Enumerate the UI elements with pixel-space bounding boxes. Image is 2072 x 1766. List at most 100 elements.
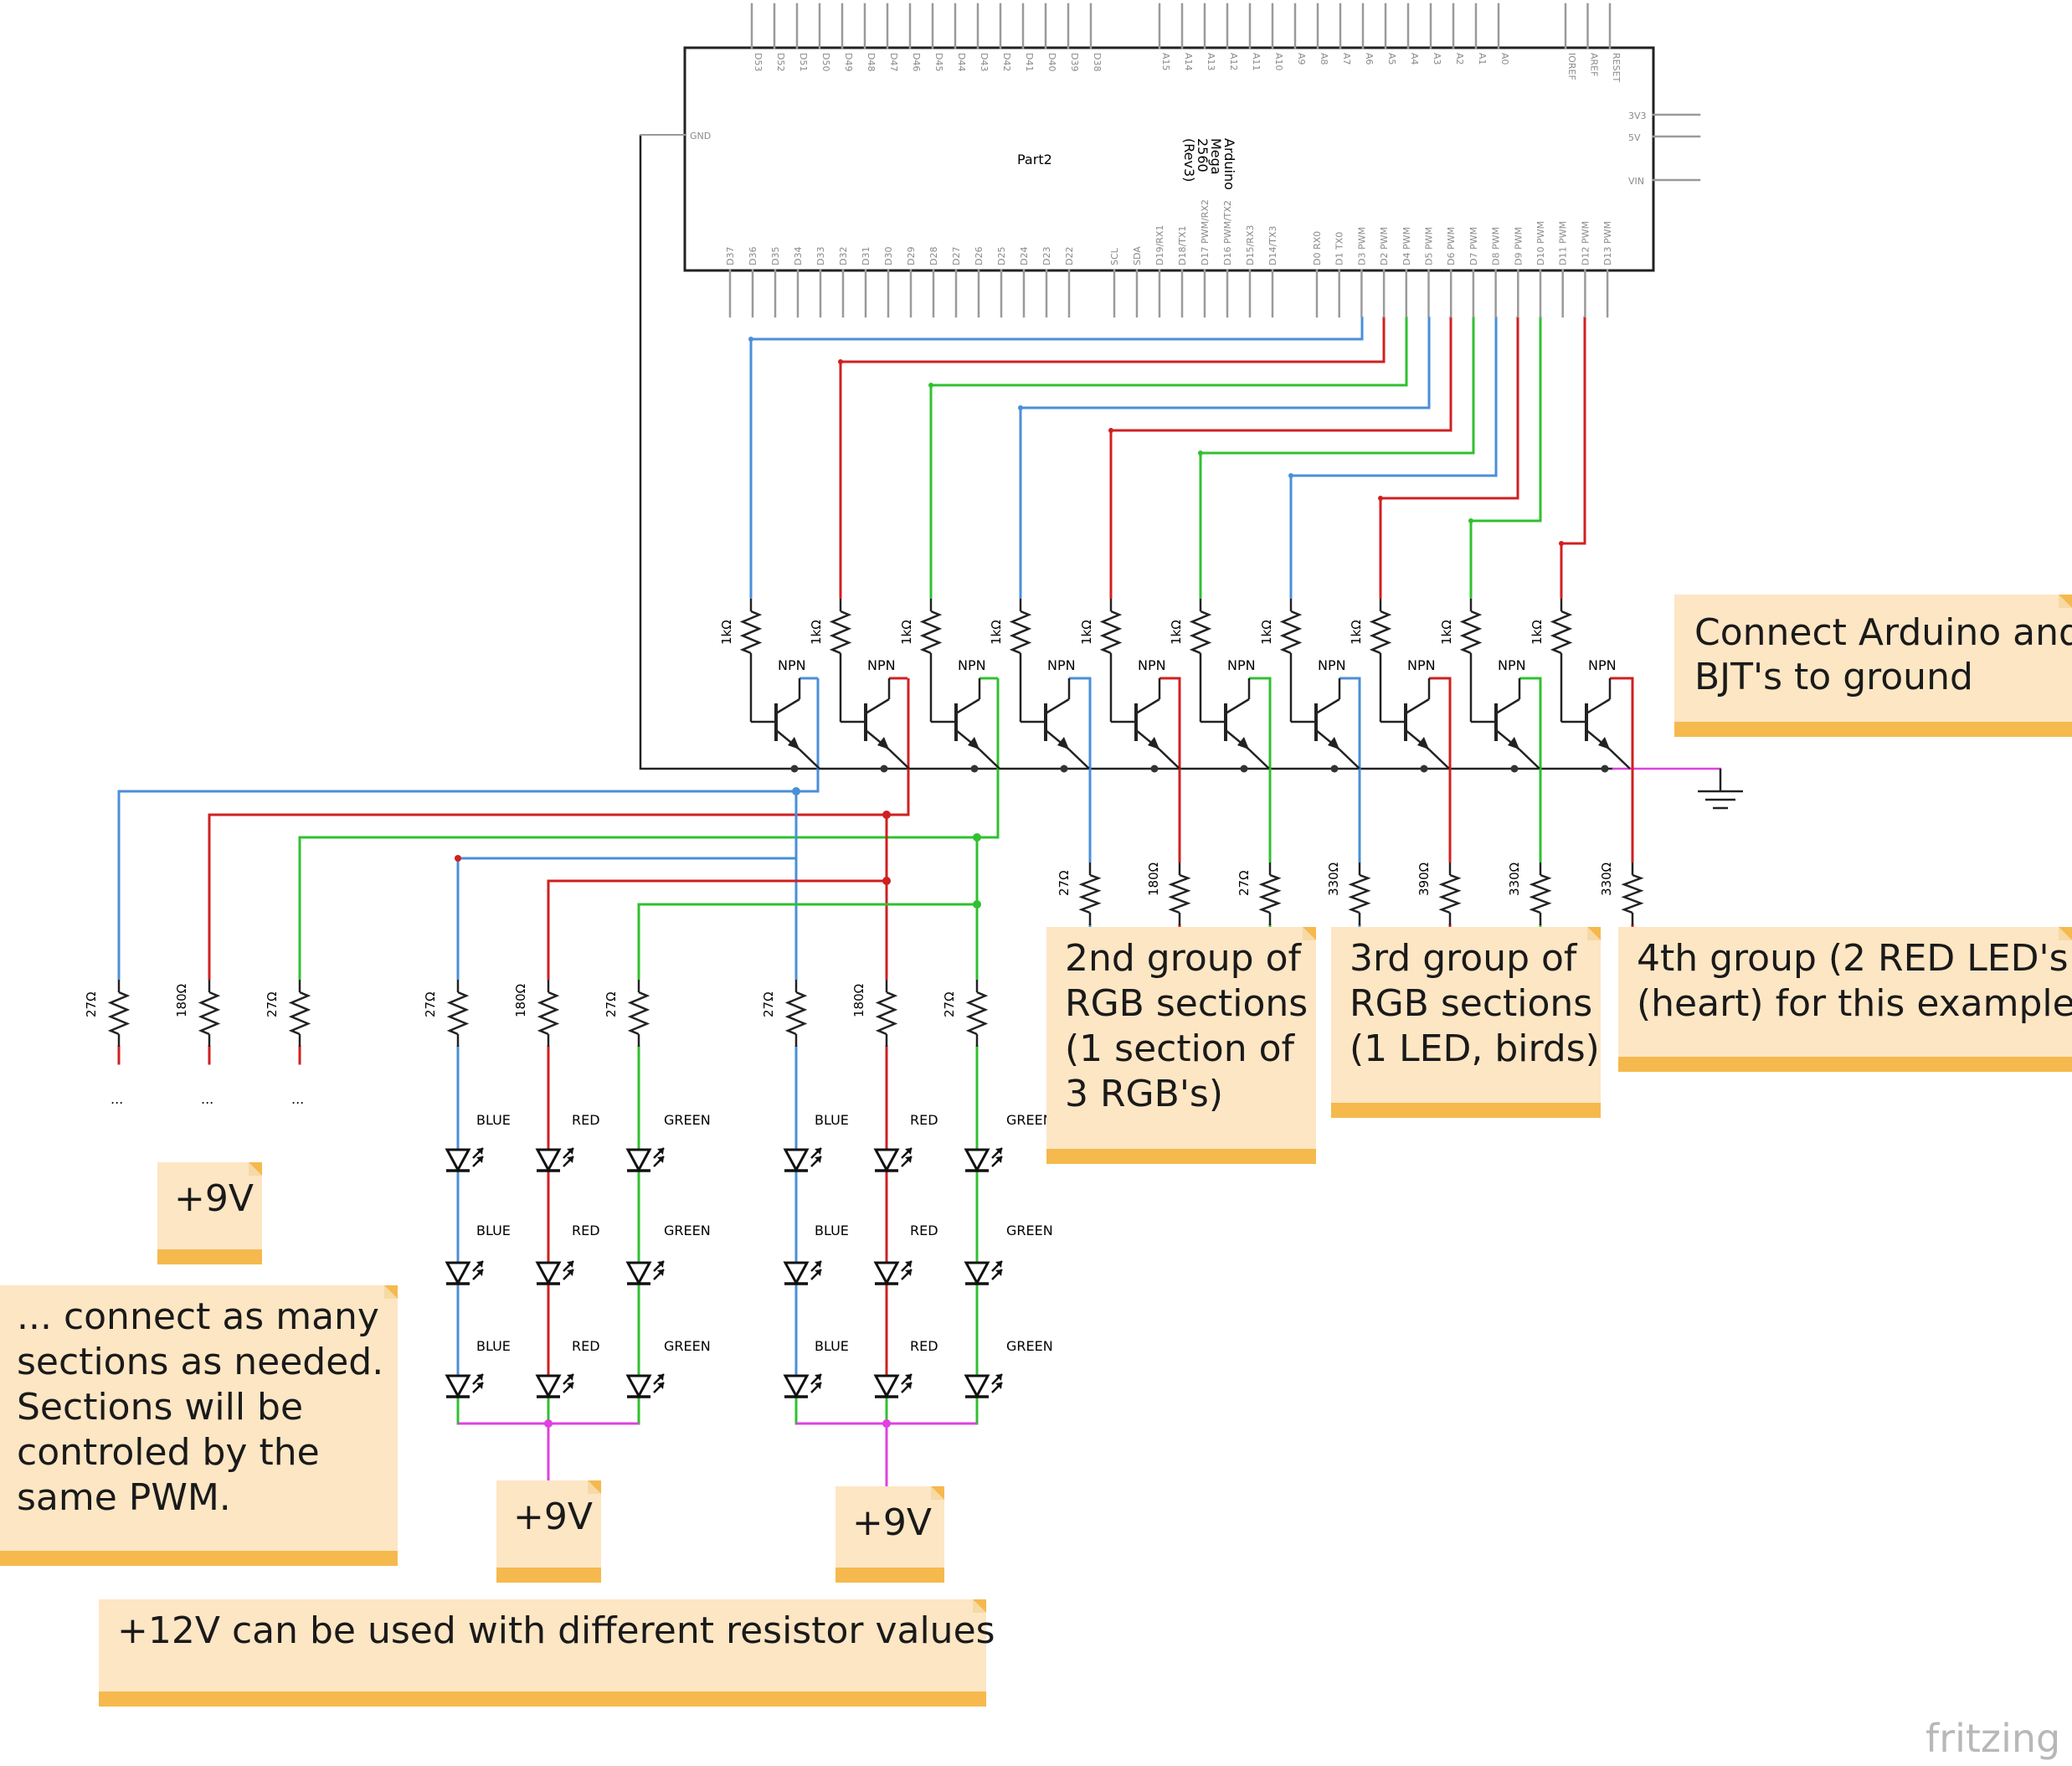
led-ray-head bbox=[995, 1382, 1002, 1389]
npn-label: NPN bbox=[1227, 657, 1256, 673]
led-triangle bbox=[625, 1261, 652, 1286]
ground-junction bbox=[1240, 765, 1248, 773]
bottom-pin-label: D14/TX3 bbox=[1267, 226, 1278, 265]
bottom-pin-label: SDA bbox=[1132, 246, 1143, 265]
resistor-zigzag bbox=[1009, 610, 1032, 655]
led-triangle bbox=[535, 1148, 562, 1173]
bottom-pin-label: D15/RX3 bbox=[1245, 225, 1256, 265]
led-triangle bbox=[783, 1261, 810, 1286]
top-pin-label: D48 bbox=[866, 53, 877, 71]
top-pin-label: A11 bbox=[1251, 53, 1262, 71]
note: +12V can be used with different resistor… bbox=[99, 1599, 995, 1707]
note-fold-inner bbox=[973, 1599, 986, 1613]
resistor-zigzag bbox=[1621, 873, 1644, 914]
npn-label: NPN bbox=[1588, 657, 1617, 673]
resistor bbox=[1438, 862, 1462, 925]
control-wire bbox=[749, 317, 1364, 599]
resistor-zigzag bbox=[1438, 873, 1462, 914]
base-resistor-label: 1kΩ bbox=[899, 620, 914, 645]
emitter-lead bbox=[799, 749, 820, 770]
led bbox=[625, 1373, 665, 1399]
led bbox=[445, 1260, 484, 1286]
bottom-pin-label: D10 PWM bbox=[1535, 221, 1546, 265]
resistor bbox=[107, 980, 131, 1047]
top-pin-label: D53 bbox=[753, 53, 764, 71]
note: +9V bbox=[496, 1480, 601, 1583]
resistor-zigzag bbox=[288, 991, 311, 1036]
top-pin-label: RESET bbox=[1611, 53, 1622, 83]
led-triangle bbox=[445, 1261, 471, 1286]
note: +9V bbox=[835, 1486, 944, 1583]
collector-resistor-label: 330Ω bbox=[1599, 862, 1614, 896]
led bbox=[535, 1260, 574, 1286]
led-triangle bbox=[445, 1374, 471, 1399]
bend-dot bbox=[1288, 473, 1293, 478]
led-color-label: GREEN bbox=[664, 1338, 711, 1354]
transistor-collector bbox=[1495, 698, 1520, 715]
transistor-collector bbox=[865, 698, 890, 715]
note-text: (1 section of bbox=[1065, 1027, 1296, 1070]
resistor bbox=[1168, 862, 1191, 925]
note-body bbox=[99, 1599, 986, 1707]
resistor-zigzag bbox=[1369, 610, 1392, 655]
note-text: controled by the bbox=[17, 1431, 320, 1474]
note-text: BJT's to ground bbox=[1694, 656, 1973, 698]
top-pin-label: D44 bbox=[956, 53, 967, 71]
resistor bbox=[1189, 599, 1212, 666]
gnd-pin-label: GND bbox=[690, 131, 711, 142]
note-fold-inner bbox=[1303, 927, 1316, 940]
transistor-collector bbox=[1135, 698, 1160, 715]
bottom-pin-label: D1 TX0 bbox=[1334, 232, 1345, 265]
top-pin-label: A10 bbox=[1273, 53, 1284, 71]
bottom-pin-label: D12 PWM bbox=[1580, 221, 1591, 265]
top-pin-label: A9 bbox=[1296, 53, 1307, 65]
bottom-pin-label: D2 PWM bbox=[1379, 227, 1390, 265]
led-ray-head bbox=[995, 1148, 1002, 1155]
bottom-pin-label: D35 bbox=[770, 247, 781, 265]
bottom-pin-label: D37 bbox=[725, 247, 736, 265]
bottom-pin-label: D0 RX0 bbox=[1312, 231, 1323, 265]
led bbox=[783, 1260, 822, 1286]
led-ray-head bbox=[567, 1382, 573, 1389]
collector-resistor-label: 390Ω bbox=[1416, 862, 1432, 896]
resistor bbox=[198, 980, 221, 1047]
collector-resistor-label: 180Ω bbox=[1146, 862, 1161, 896]
note-text: Connect Arduino and bbox=[1694, 611, 2072, 654]
base-resistor-label: 1kΩ bbox=[1079, 620, 1094, 645]
top-pin-label: D47 bbox=[888, 53, 899, 71]
led-ray-head bbox=[567, 1148, 573, 1155]
led-triangle bbox=[625, 1148, 652, 1173]
led-ray-head bbox=[995, 1269, 1002, 1276]
bottom-pin-label: D25 bbox=[996, 247, 1007, 265]
base-resistor-label: 1kΩ bbox=[989, 620, 1004, 645]
resistor-zigzag bbox=[1168, 873, 1191, 914]
blue-bus bbox=[117, 678, 820, 980]
led bbox=[445, 1373, 484, 1399]
base-resistor-label: 1kΩ bbox=[719, 620, 734, 645]
led-color-label: RED bbox=[572, 1112, 600, 1128]
resistor bbox=[1258, 862, 1282, 925]
led-ray-head bbox=[815, 1374, 821, 1381]
emitter-lead bbox=[979, 749, 1000, 770]
led-ray-head bbox=[995, 1261, 1002, 1268]
bottom-pin-label: D8 PWM bbox=[1491, 227, 1502, 265]
led-triangle bbox=[625, 1374, 652, 1399]
resistor-zigzag bbox=[1529, 873, 1552, 914]
collector-out-wire bbox=[1087, 677, 1092, 862]
board-name-line: 2560 bbox=[1195, 138, 1211, 172]
base-resistor-label: 1kΩ bbox=[1439, 620, 1454, 645]
resistor-zigzag bbox=[875, 991, 898, 1036]
led-ray-head bbox=[657, 1261, 664, 1268]
resistor bbox=[1078, 862, 1102, 925]
led-triangle bbox=[964, 1148, 990, 1173]
led bbox=[625, 1147, 665, 1173]
led-ray-head bbox=[815, 1148, 821, 1155]
bottom-pin-label: D23 bbox=[1041, 247, 1052, 265]
transistor-arrow bbox=[1417, 737, 1429, 749]
led-color-label: GREEN bbox=[664, 1223, 711, 1238]
transistor-arrow bbox=[877, 737, 889, 749]
top-pin-label: A13 bbox=[1206, 53, 1216, 71]
led bbox=[964, 1260, 1003, 1286]
